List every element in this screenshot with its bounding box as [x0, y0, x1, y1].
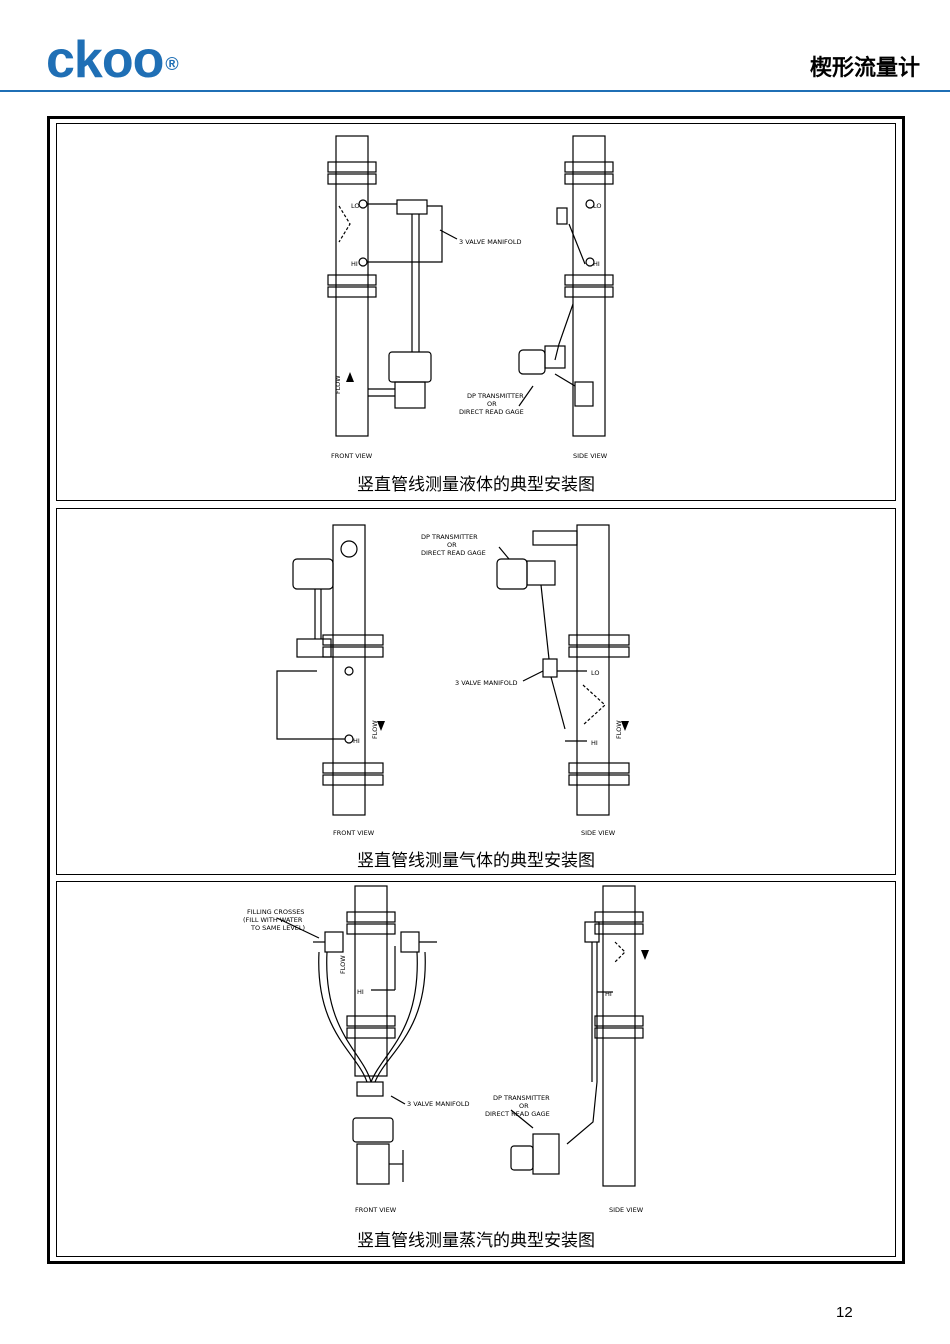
side-hi-label: HI [593, 260, 600, 268]
manifold-label: 3 VALVE MANIFOLD [459, 238, 522, 246]
filling-label-line1: FILLING CROSSES [247, 908, 304, 916]
transmitter-label-line1: DP TRANSMITTER [493, 1094, 550, 1102]
hi-label: HI [351, 260, 358, 268]
side-lo-label: LO [591, 669, 600, 677]
flow-label: FLOW [334, 375, 342, 394]
transmitter-label-line1: DP TRANSMITTER [467, 392, 524, 400]
panel-steam: HI HI FLOW FILLING CROSSES (FILL WITH WA… [56, 881, 896, 1257]
side-lo-label: LO [593, 202, 602, 210]
side-view-label: SIDE VIEW [609, 1206, 644, 1214]
transmitter-label-line3: DIRECT READ GAGE [421, 549, 486, 557]
transmitter-label-line2: OR [487, 400, 497, 408]
side-view-label: SIDE VIEW [581, 829, 616, 837]
front-view-label: FRONT VIEW [355, 1206, 397, 1214]
panel-caption: 竖直管线测量蒸汽的典型安装图 [357, 1231, 595, 1251]
manifold-label: 3 VALVE MANIFOLD [407, 1100, 470, 1108]
brand-logo: ckoo® [46, 30, 179, 90]
logo-text: ckoo [46, 31, 164, 89]
gas-installation-diagram: HI LO HI FLOW FLOW DP TRANSMITTER OR DIR… [276, 524, 630, 837]
front-view-label: FRONT VIEW [333, 829, 375, 837]
panel-caption: 竖直管线测量气体的典型安装图 [357, 851, 595, 871]
side-view-label: SIDE VIEW [573, 452, 608, 460]
flow-label: FLOW [371, 720, 379, 739]
liquid-installation-diagram: LO HI LO HI FLOW 3 VALVE MANIFOLD DP TRA… [327, 135, 614, 460]
registered-mark: ® [165, 54, 178, 74]
document-title: 楔形流量计 [809, 56, 920, 81]
steam-installation-diagram: HI HI FLOW FILLING CROSSES (FILL WITH WA… [243, 885, 649, 1214]
filling-label-line2: (FILL WITH WATER [243, 916, 303, 924]
flow-label: FLOW [339, 955, 347, 974]
transmitter-label-line3: DIRECT READ GAGE [459, 408, 524, 416]
filling-label-line3: TO SAME LEVEL) [250, 924, 305, 932]
figure-frame: LO HI LO HI FLOW 3 VALVE MANIFOLD DP TRA… [47, 116, 905, 1264]
side-flow-label: FLOW [615, 720, 623, 739]
page-number: 12 [836, 1304, 853, 1321]
header-rule [0, 90, 950, 92]
manifold-label: 3 VALVE MANIFOLD [455, 679, 518, 687]
side-hi-label: HI [591, 739, 598, 747]
transmitter-label-line1: DP TRANSMITTER [421, 533, 478, 541]
panel-gas: HI LO HI FLOW FLOW DP TRANSMITTER OR DIR… [56, 508, 896, 875]
transmitter-label-line3: DIRECT READ GAGE [485, 1110, 550, 1118]
hi-label: HI [357, 988, 364, 996]
front-view-label: FRONT VIEW [331, 452, 373, 460]
transmitter-label-line2: OR [519, 1102, 529, 1110]
panel-caption: 竖直管线测量液体的典型安装图 [357, 475, 595, 495]
transmitter-label-line2: OR [447, 541, 457, 549]
panel-liquid: LO HI LO HI FLOW 3 VALVE MANIFOLD DP TRA… [56, 123, 896, 501]
hi-label: HI [353, 737, 360, 745]
lo-label: LO [351, 202, 360, 210]
side-hi-label: HI [605, 990, 612, 998]
